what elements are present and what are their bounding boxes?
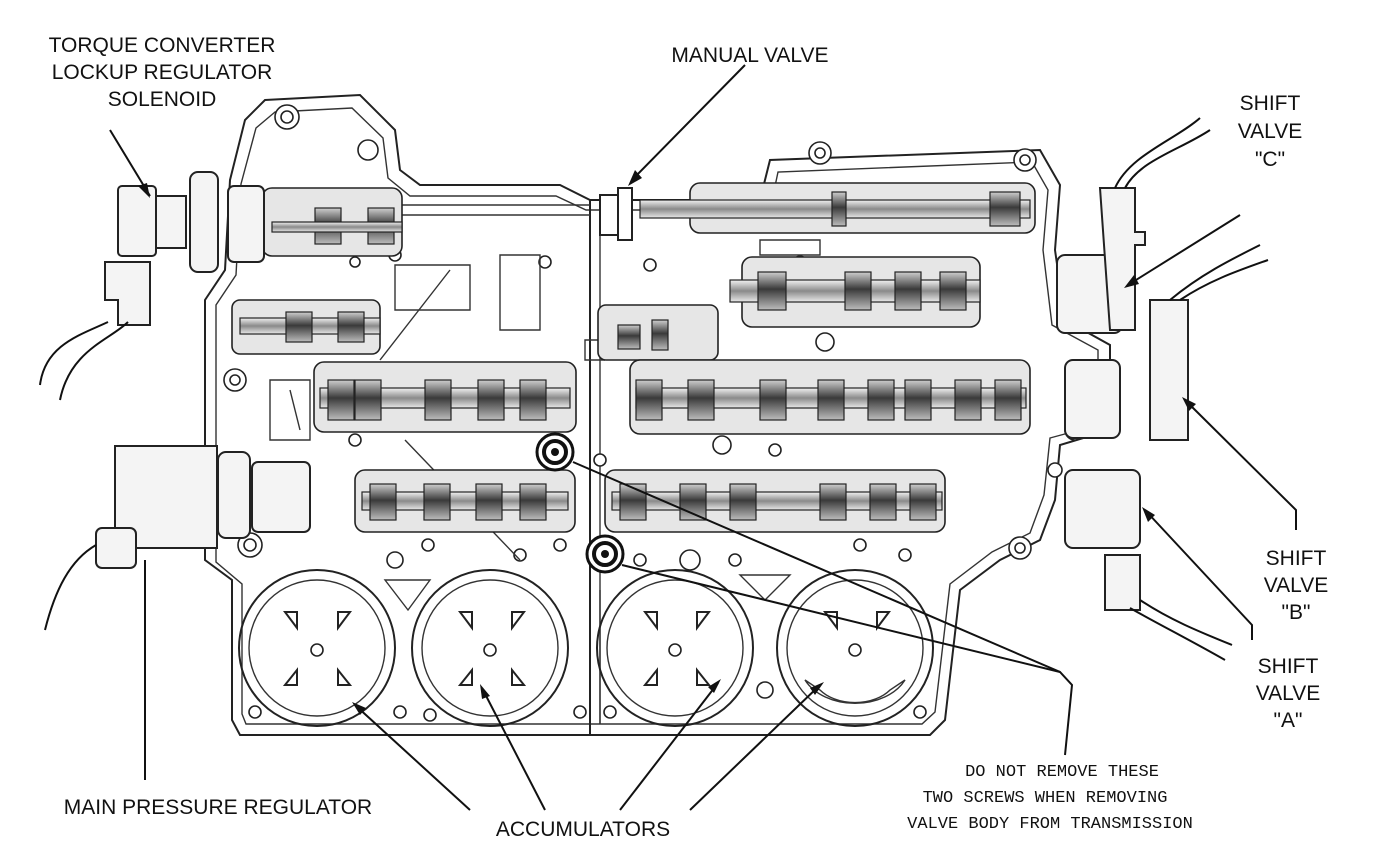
warning-note-line2: TWO SCREWS WHEN REMOVING [923, 789, 1168, 808]
label-svc-line1: SHIFT [1240, 92, 1301, 115]
label-tcc-solenoid: TORQUE CONVERTER LOCKUP REGULATOR SOLENO… [49, 34, 276, 111]
accumulators [238, 569, 934, 727]
leader-lines [109, 64, 1297, 811]
label-manual-valve: MANUAL VALVE [671, 44, 828, 67]
accumulator-1 [238, 569, 396, 727]
label-svc-line3: "C" [1255, 148, 1285, 171]
shift-valve-c-solenoid [1056, 117, 1211, 334]
label-tcc-line2: LOCKUP REGULATOR [52, 61, 273, 84]
label-shift-valve-a: SHIFT VALVE "A" [1256, 655, 1321, 732]
label-sva-line2: VALVE [1256, 682, 1321, 705]
label-svb-line2: VALVE [1264, 574, 1329, 597]
label-shift-valve-b: SHIFT VALVE "B" [1264, 547, 1329, 624]
label-sva-line3: "A" [1274, 709, 1303, 732]
label-svb-line3: "B" [1282, 601, 1311, 624]
label-main-pressure-regulator: MAIN PRESSURE REGULATOR [64, 796, 372, 819]
shift-valve-a-solenoid [1064, 469, 1233, 661]
valve-bores [231, 182, 1036, 533]
label-svb-line1: SHIFT [1266, 547, 1327, 570]
accumulator-2 [411, 569, 569, 727]
label-tcc-line1: TORQUE CONVERTER [49, 34, 276, 57]
label-shift-valve-c: SHIFT VALVE "C" [1238, 92, 1303, 171]
retaining-screw-lower [585, 534, 625, 574]
bolt-holes [223, 104, 1086, 722]
label-accumulators: ACCUMULATORS [496, 818, 670, 841]
label-sva-line1: SHIFT [1258, 655, 1319, 678]
tcc-lockup-solenoid [39, 171, 265, 401]
shift-valve-b-solenoid [1064, 244, 1269, 441]
retaining-screw-upper [535, 432, 575, 472]
accumulator-3 [596, 569, 754, 727]
main-pressure-regulator-solenoid [44, 445, 311, 631]
accumulator-4 [776, 569, 934, 727]
label-svc-line2: VALVE [1238, 120, 1303, 143]
warning-note: DO NOT REMOVE THESE TWO SCREWS WHEN REMO… [907, 763, 1193, 834]
warning-note-line1: DO NOT REMOVE THESE [965, 763, 1159, 782]
warning-note-line3: VALVE BODY FROM TRANSMISSION [907, 815, 1193, 834]
label-tcc-line3: SOLENOID [108, 88, 217, 111]
